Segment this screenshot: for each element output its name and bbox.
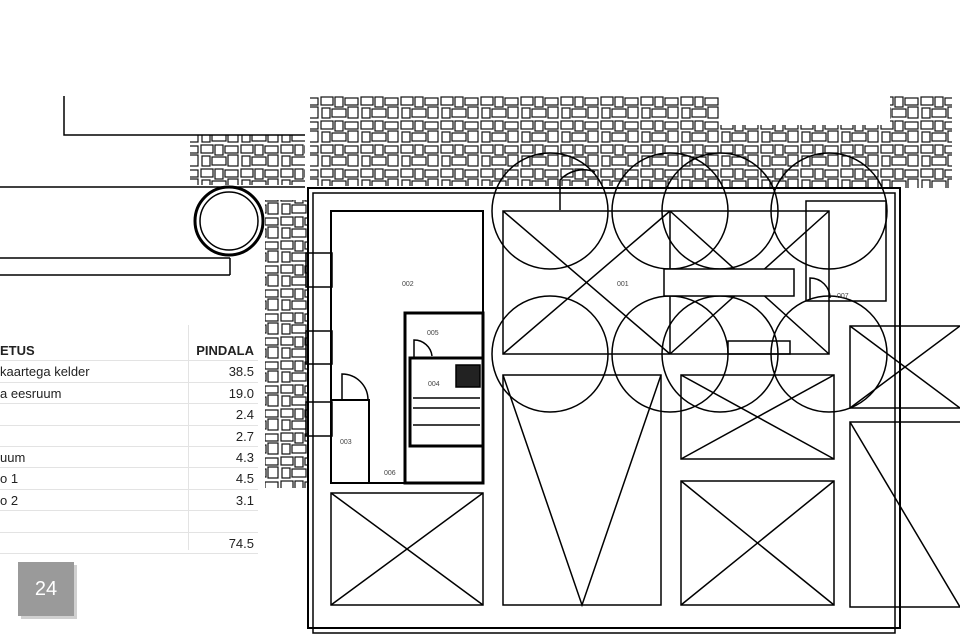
row-name: o 2 <box>0 492 19 508</box>
row-area: 19.0 <box>228 385 254 401</box>
room-label-003: 003 <box>340 439 352 446</box>
row-name: o 1 <box>0 471 19 487</box>
room-label-007: 007 <box>837 293 849 300</box>
row-area: 2.7 <box>235 428 254 444</box>
page-number-badge: 24 <box>18 562 74 616</box>
area-table: ETUS PINDALA kaartega kelder 38.5 a eesru… <box>0 340 258 554</box>
dining-table <box>663 268 795 297</box>
room-label-006: 006 <box>384 470 396 477</box>
row-area: 2.4 <box>235 407 254 423</box>
table-row: 2.4 <box>0 404 258 426</box>
row-area: 74.5 <box>228 535 254 551</box>
table-row: o 2 3.1 <box>0 490 258 512</box>
table-row: kaartega kelder 38.5 <box>0 361 258 383</box>
walls <box>0 96 960 634</box>
table-row: uum 4.3 <box>0 447 258 469</box>
table-column-divider <box>188 325 189 550</box>
table-row: a eesruum 19.0 <box>0 383 258 405</box>
header-area: PINDALA <box>196 343 254 358</box>
stone-paving <box>190 96 952 488</box>
table-header: ETUS PINDALA <box>0 340 258 362</box>
room-label-004: 004 <box>428 381 440 388</box>
row-area: 4.3 <box>235 449 254 465</box>
row-area: 3.1 <box>235 492 254 508</box>
room-label-002: 002 <box>402 281 414 288</box>
table-row: 2.7 <box>0 426 258 447</box>
table-row-total: 74.5 <box>0 533 258 554</box>
row-area: 38.5 <box>228 364 254 380</box>
row-name: kaartega kelder <box>0 364 90 380</box>
room-label-001: 001 <box>617 281 629 288</box>
row-name: a eesruum <box>0 385 62 401</box>
row-area: 4.5 <box>235 471 254 487</box>
header-name: ETUS <box>0 343 35 358</box>
table-row: o 1 4.5 <box>0 468 258 490</box>
room-label-005: 005 <box>427 330 439 337</box>
table-row <box>0 511 258 533</box>
row-name: uum <box>0 449 26 465</box>
